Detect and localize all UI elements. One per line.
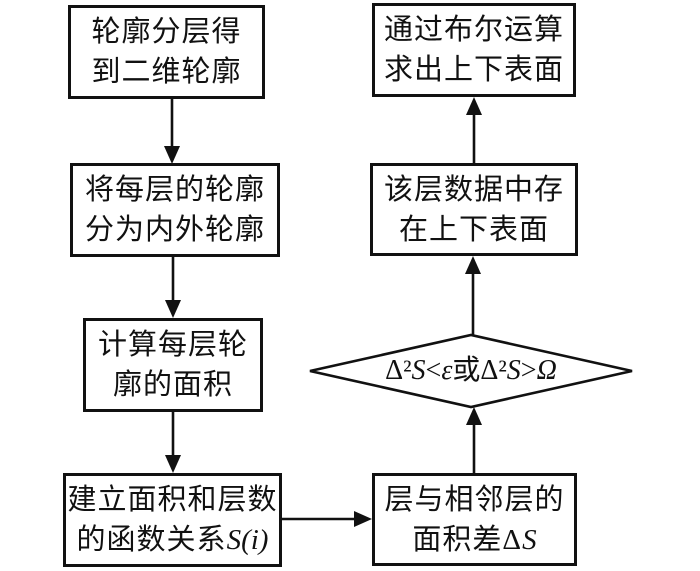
box-exists-line1: 该层数据中存 [383,173,564,206]
box-boolean-line1: 通过布尔运算 [383,14,564,46]
decision-part-8: Ω [536,355,557,386]
box-surfaces-exist: 该层数据中存 在上下表面 [370,163,578,256]
decision-part-2: S [411,355,426,386]
box-slice-contours: 轮廓分层得 到二维轮廓 [68,5,265,99]
box-area-line1: 计算每层轮 [97,329,248,361]
box-diff-line2-text: 面积差Δ [412,523,523,556]
decision-part-3: < [425,355,442,386]
arrowhead-up-2 [465,256,481,274]
box-split-line2: 分为内外轮廓 [84,214,265,246]
box-split-line1: 将每层的轮廓 [84,174,265,206]
box-area-layer-function: 建立面积和层数 的函数关系S(i) [63,473,282,567]
arrowhead-down-2 [165,300,181,318]
box-exists-line2: 在上下表面 [398,213,549,246]
box-boolean-operation: 通过布尔运算 求出上下表面 [372,3,576,97]
arrowhead-up-3 [466,97,482,115]
box-func-line1: 建立面积和层数 [67,484,278,516]
box-split-inner-outer: 将每层的轮廓 分为内外轮廓 [70,163,280,257]
decision-part-5: 或Δ² [452,355,507,386]
box-slice-line2: 到二维轮廓 [91,56,242,88]
arrowhead-down-3 [165,455,181,473]
arrowhead-right-1 [354,511,372,527]
box-func-formula: S(i) [226,524,269,556]
arrowhead-down-1 [164,146,180,164]
box-diff-line2: 面积差ΔS [412,520,536,560]
decision-condition-label: Δ²S<ε或Δ²S>Ω [330,352,612,390]
box-func-line2-text: 的函数关系 [76,524,227,556]
decision-part-4: ε [441,355,453,386]
decision-part-7: > [520,355,537,386]
box-compute-area: 计算每层轮 廓的面积 [83,318,263,412]
box-func-line2: 的函数关系S(i) [77,520,269,560]
decision-part-1: Δ² [385,355,412,386]
box-boolean-line2: 求出上下表面 [383,54,564,86]
box-area-difference: 层与相邻层的 面积差ΔS [372,473,577,566]
box-area-line2: 廓的面积 [112,369,233,401]
decision-part-6: S [506,355,521,386]
box-slice-line1: 轮廓分层得 [91,16,242,48]
box-diff-line1: 层与相邻层的 [384,483,565,516]
arrowhead-up-1 [466,407,482,425]
box-diff-formula: S [522,523,537,556]
decision-diamond-shape [309,333,633,409]
